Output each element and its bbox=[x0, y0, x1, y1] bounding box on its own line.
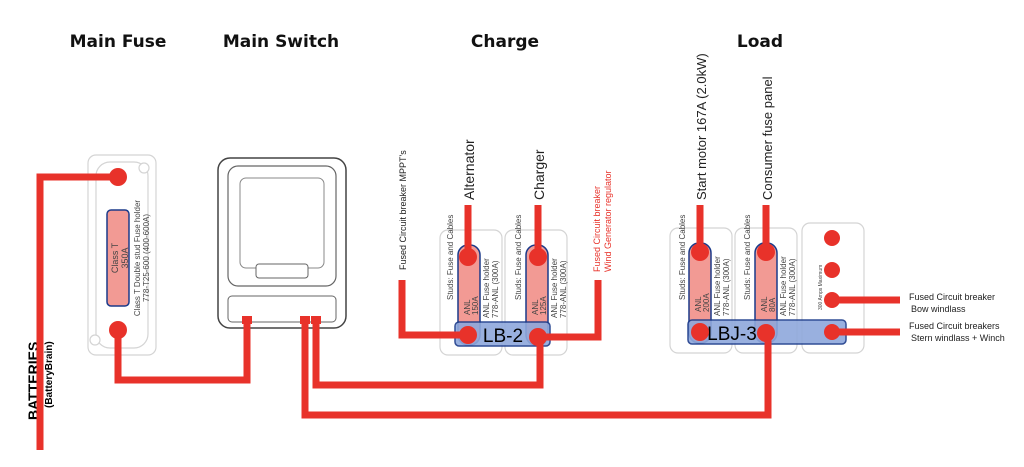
lbj3-fuse2-rating: 80A bbox=[768, 297, 777, 312]
label-wind: Fused Circuit breaker Wind Generator reg… bbox=[592, 170, 613, 272]
lbj3-holder1-part: 778-ANL (300A) bbox=[722, 258, 731, 316]
lb2-studs-1: Studs: Fuse and Cables bbox=[446, 215, 455, 300]
lb2-fuse1-type: ANL bbox=[463, 299, 472, 315]
heading-charge: Charge bbox=[471, 32, 539, 52]
label-stern-1: Fused Circuit breakers bbox=[909, 321, 1000, 331]
wires bbox=[36, 173, 900, 450]
label-bow-2: Bow windlass bbox=[911, 304, 966, 314]
lbj3-label: LBJ-3 bbox=[707, 324, 757, 345]
label-consumer: Consumer fuse panel bbox=[760, 76, 775, 200]
heading-main-fuse: Main Fuse bbox=[70, 32, 167, 52]
label-charger: Charger bbox=[531, 149, 547, 200]
lbj3-holder2-part: 778-ANL (300A) bbox=[788, 258, 797, 316]
lb2-holder1: ANL Fuse holder bbox=[482, 258, 491, 318]
lbj3-busbar: LBJ-3 Studs: Fuse and Cables Studs: Fuse… bbox=[669, 215, 865, 354]
heading-load: Load bbox=[737, 32, 783, 52]
label-alternator: Alternator bbox=[461, 139, 477, 200]
main-switch bbox=[217, 157, 347, 329]
lbj3-studs-2: Studs: Fuse and Cables bbox=[743, 215, 752, 300]
lbj3-fuse1-type: ANL bbox=[694, 296, 703, 312]
lb2-fuse2-type: ANL bbox=[531, 299, 540, 315]
lb2-studs-2: Studs: Fuse and Cables bbox=[514, 215, 523, 300]
label-start-motor: Start motor 167A (2.0kW) bbox=[694, 53, 709, 200]
lbj3-studs-1: Studs: Fuse and Cables bbox=[678, 215, 687, 300]
class-t-fuse bbox=[106, 209, 130, 307]
label-wind-2: Wind Generator regulator bbox=[603, 170, 613, 272]
fuse-rating: 350A bbox=[120, 247, 130, 268]
label-stern-2: Stern windlass + Winch bbox=[911, 333, 1005, 343]
main-fuse-holder: Class T 350A Class T Double stud Fuse ho… bbox=[87, 154, 157, 356]
lbj3-holder1: ANL Fuse holder bbox=[713, 256, 722, 316]
lbj3-holder2: ANL Fuse holder bbox=[779, 256, 788, 316]
holder-name: Class T Double stud Fuse holder bbox=[133, 200, 142, 317]
lbj3-fuse1-rating: 200A bbox=[702, 293, 711, 312]
block-note: 300 Amps Maximum bbox=[818, 265, 824, 310]
lb2-holder2: ANL Fuse holder bbox=[550, 258, 559, 318]
lb2-holder2-part: 778-ANL (300A) bbox=[559, 260, 568, 318]
lb2-label: LB-2 bbox=[483, 326, 523, 347]
holder-part: 778-T25-600 (400-600A) bbox=[142, 214, 151, 302]
label-wind-1: Fused Circuit breaker bbox=[592, 186, 602, 272]
heading-main-switch: Main Switch bbox=[223, 32, 339, 52]
lb2-fuse2-rating: 125A bbox=[539, 296, 548, 315]
terminals bbox=[109, 168, 840, 346]
lbj3-fuse2-type: ANL bbox=[760, 296, 769, 312]
label-bow-1: Fused Circuit breaker bbox=[909, 292, 995, 302]
label-mppt: Fused Circuit breaker MPPT's bbox=[398, 150, 408, 270]
lb2-holder1-part: 778-ANL (300A) bbox=[491, 260, 500, 318]
batteries-subtitle: (BatteryBrain) bbox=[44, 341, 55, 408]
fuse-type: Class T bbox=[110, 242, 120, 273]
lb2-fuse1-rating: 150A bbox=[471, 296, 480, 315]
